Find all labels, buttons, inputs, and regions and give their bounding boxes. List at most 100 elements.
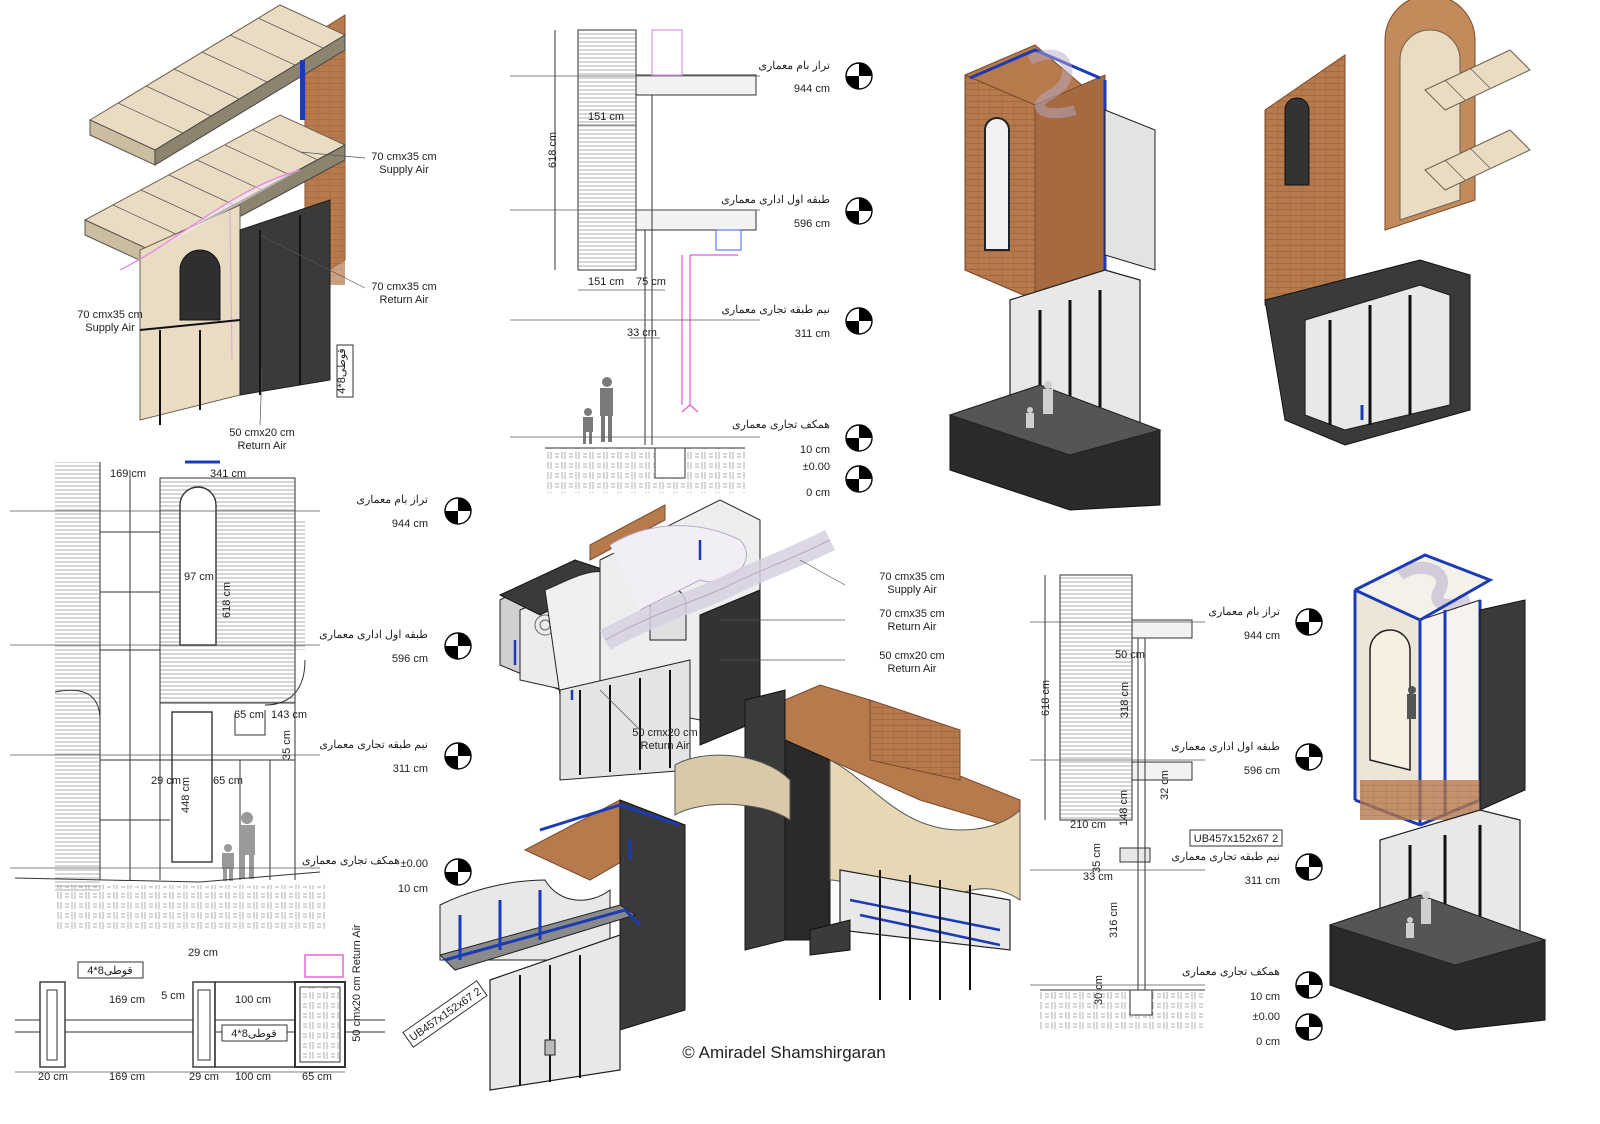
supply-air-label-2: Supply Air <box>85 322 135 334</box>
dim-right-2: 50 cm <box>1115 649 1145 661</box>
dim-elev-6: 143 cm <box>271 709 307 721</box>
center-return-label-1: Return Air <box>888 621 937 633</box>
level-value-elev-1: 944 cm <box>392 518 428 530</box>
dim-elev-5: 65 cm <box>234 709 264 721</box>
level-name-elev-1: تراز بام معماری <box>356 494 428 506</box>
level-value-top-3: 311 cm <box>795 328 830 340</box>
axo-center-bottom <box>674 684 1021 1000</box>
center-supply-label: Supply Air <box>887 584 937 596</box>
dim-elev-3: 97 cm <box>184 571 214 583</box>
level-symbol-elev-2 <box>444 632 472 660</box>
level-value2-right-4: ±0.00 <box>1253 1011 1280 1023</box>
copyright-text: © Amiradel Shamshirgaran <box>682 1043 885 1062</box>
plan-dim-top-2: 169 cm <box>109 994 145 1006</box>
dim-right-10: 30 cm <box>1093 975 1105 1005</box>
level-value-elev-4: ±0.00 <box>401 858 428 870</box>
plan-dim-top-4: 100 cm <box>235 994 271 1006</box>
section-right: 618 cm 50 cm 318 cm 32 cm 148 cm 210 cm … <box>1030 574 1323 1048</box>
level-name-right-2: طبقه اول اداری معماری <box>1171 741 1280 753</box>
axo-top-left <box>83 4 347 425</box>
return-air-label-2: Return Air <box>238 440 287 452</box>
level-name-top-4: همکف تجاری معماری <box>732 419 830 431</box>
dim-elev-4: 618 cm <box>221 582 233 618</box>
right-beam-tag: UB457x152x67 2 <box>1194 833 1278 845</box>
level-value3-top-4: 0 cm <box>806 487 830 499</box>
level-symbol-top-3 <box>845 307 873 335</box>
center-return-size-1: 70 cmx35 cm <box>879 608 944 620</box>
dim-right-8: 33 cm <box>1083 871 1113 883</box>
plan-tag-1: قوطی8*4 <box>87 965 132 977</box>
dim-elev-9: 65 cm <box>213 775 243 787</box>
level-value-right-1: 944 cm <box>1244 630 1280 642</box>
level-markers-elevation: تراز بام معماری 944 cm طبقه اول اداری مع… <box>302 494 472 895</box>
return-air-label-1: Return Air <box>380 294 429 306</box>
elevation: 169 cm 341 cm 97 cm 618 cm 65 cm 143 cm … <box>10 460 472 930</box>
dim-elev-7: 35 cm <box>281 730 293 760</box>
return-air-size-1: 70 cmx35 cm <box>371 281 436 293</box>
supply-air-size-2: 70 cmx35 cm <box>77 309 142 321</box>
dim-top-section-1: 151 cm <box>588 111 624 123</box>
level-symbol-right-2 <box>1295 743 1323 771</box>
center-return-size-2: 50 cmx20 cm <box>879 650 944 662</box>
level-symbol-elev-3 <box>444 742 472 770</box>
dim-right-3: 318 cm <box>1119 682 1131 718</box>
level-value3-right-4: 0 cm <box>1256 1036 1280 1048</box>
level-name-elev-3: نیم طبقه تجاری معماری <box>319 739 428 751</box>
level-value-right-2: 596 cm <box>1244 765 1280 777</box>
plan-dim-bottom-1: 20 cm <box>38 1071 68 1083</box>
level-symbol-elev-4 <box>444 858 472 886</box>
dim-right-4: 32 cm <box>1159 770 1171 800</box>
level-markers-right: تراز بام معماری 944 cm طبقه اول اداری مع… <box>1171 606 1323 1048</box>
level-symbol-right-4 <box>1295 971 1323 999</box>
dim-elev-1: 169 cm <box>110 468 146 480</box>
level-name-elev-4: همکف تجاری معماری <box>302 855 400 867</box>
return-air-size-2: 50 cmx20 cm <box>229 427 294 439</box>
plan-return-air: 50 cmx20 cm Return Air <box>351 924 363 1042</box>
level-name-top-3: نیم طبقه تجاری معماری <box>721 304 830 316</box>
level-name-right-3: نیم طبقه تجاری معماری <box>1171 851 1280 863</box>
dim-right-1: 618 cm <box>1040 680 1052 716</box>
axo-bottom-right <box>1328 553 1547 1031</box>
supply-air-size-1: 70 cmx35 cm <box>371 151 436 163</box>
level-value-elev-3: 311 cm <box>393 763 428 775</box>
dim-right-5: 148 cm <box>1118 790 1130 826</box>
axo-top-right-1 <box>948 44 1162 511</box>
axo-bottom-left: UB457x152x67 2 <box>402 799 687 1091</box>
dim-top-section-3: 75 cm <box>636 276 666 288</box>
bottom-left-beam-tag: UB457x152x67 2 <box>408 986 484 1044</box>
level-symbol-top-2 <box>845 197 873 225</box>
plan-dim-bottom-4: 100 cm <box>235 1071 271 1083</box>
column-tag-top-left: قوطی8*4 <box>336 348 348 393</box>
dim-top-section-2: 151 cm <box>588 276 624 288</box>
plan-dim-bottom-5: 65 cm <box>302 1071 332 1083</box>
level-name-top-2: طبقه اول اداری معماری <box>721 194 830 206</box>
level-name-right-4: همکف تجاری معماری <box>1182 966 1280 978</box>
level-markers-top: تراز بام معماری 944 cm طبقه اول اداری مع… <box>721 60 873 499</box>
dim-right-6: 210 cm <box>1070 819 1106 831</box>
plan-dim-bottom-3: 29 cm <box>189 1071 219 1083</box>
dim-elev-2: 341 cm <box>210 468 246 480</box>
plan: قوطی8*4 قوطی8*4 29 cm 169 cm 5 cm 100 cm… <box>15 924 385 1083</box>
level-value-elev-2: 596 cm <box>392 653 428 665</box>
axo-center-labels: 70 cmx35 cm Supply Air 70 cmx35 cm Retur… <box>599 559 945 752</box>
level-symbol-top-4 <box>845 424 873 452</box>
level-symbol-right-5 <box>1295 1013 1323 1041</box>
axo-top-left-labels: 70 cmx35 cm Supply Air 70 cmx35 cm Retur… <box>77 151 436 452</box>
dim-right-7: 35 cm <box>1091 843 1103 873</box>
level-name-elev-2: طبقه اول اداری معماری <box>319 629 428 641</box>
center-return-label-2: Return Air <box>888 663 937 675</box>
level-name-top-1: تراز بام معماری <box>758 60 830 72</box>
level-symbol-right-3 <box>1295 853 1323 881</box>
level-value2-elev-4: 10 cm <box>398 883 428 895</box>
center-return-size-3: 50 cmx20 cm <box>632 727 697 739</box>
axo-center <box>498 499 835 781</box>
level-value-top-2: 596 cm <box>794 218 830 230</box>
level-symbol-right-1 <box>1295 608 1323 636</box>
plan-dim-top-3: 5 cm <box>161 990 185 1002</box>
plan-dim-bottom-2: 169 cm <box>109 1071 145 1083</box>
center-return-label-3: Return Air <box>641 740 690 752</box>
level-value-top-4: 10 cm <box>800 444 830 456</box>
level-symbol-top-1 <box>845 62 873 90</box>
level-symbol-elev-1 <box>444 497 472 525</box>
plan-tag-2: قوطی8*4 <box>231 1028 276 1040</box>
